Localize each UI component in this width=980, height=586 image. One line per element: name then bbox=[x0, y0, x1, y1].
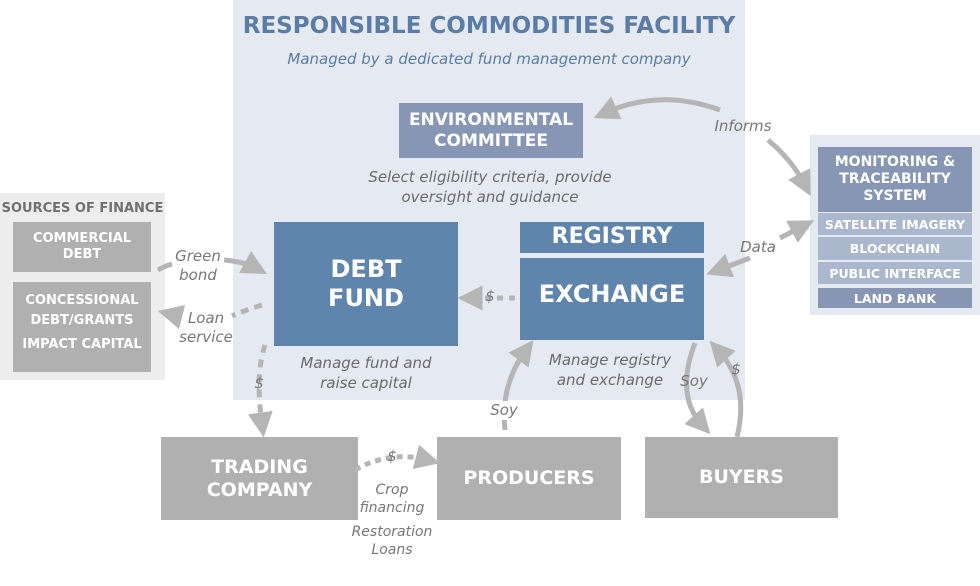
trading-to-producers-arrow bbox=[353, 444, 441, 473]
producers-soy-label: Soy bbox=[486, 401, 522, 420]
exchange: EXCHANGE bbox=[520, 258, 704, 340]
exchange-fund-dollar-label: $ bbox=[485, 287, 495, 305]
facility-title: RESPONSIBLE COMMODITIES FACILITY bbox=[242, 13, 736, 39]
facility-subtitle: Managed by a dedicated fund management c… bbox=[287, 50, 691, 68]
exchange-to-buyers-soy-arrow bbox=[684, 342, 711, 435]
debt-fund: DEBT FUND bbox=[274, 222, 458, 346]
green-bond-arrow bbox=[156, 260, 256, 270]
sources-title: SOURCES OF FINANCE bbox=[1, 201, 164, 216]
loan-service-label: Loan service bbox=[179, 309, 233, 346]
public-interface: PUBLIC INTERFACE bbox=[818, 262, 972, 284]
buyers: BUYERS bbox=[645, 437, 838, 518]
data-label: Data bbox=[740, 238, 776, 256]
restoration-loans-label: Restoration Loans bbox=[351, 524, 433, 558]
loan-service-arrow bbox=[170, 305, 263, 316]
satellite-imagery: SATELLITE IMAGERY bbox=[818, 213, 972, 235]
registry: REGISTRY bbox=[520, 222, 704, 253]
buyers-soy-label: Soy bbox=[680, 372, 708, 390]
fund-to-trading-arrow bbox=[247, 344, 273, 438]
blockchain: BLOCKCHAIN bbox=[818, 237, 972, 260]
informs-arrow-tail bbox=[766, 138, 811, 197]
commercial-debt: COMMERCIAL DEBT bbox=[13, 222, 151, 272]
concessional-box: CONCESSIONAL DEBT/GRANTS IMPACT CAPITAL bbox=[13, 282, 151, 372]
informs-label: Informs bbox=[714, 117, 772, 135]
green-bond-label: Green bond bbox=[175, 247, 221, 284]
concessional-debt: CONCESSIONAL DEBT/GRANTS bbox=[25, 293, 139, 328]
data-arrow-left bbox=[706, 253, 751, 278]
impact-capital: IMPACT CAPITAL bbox=[22, 337, 142, 352]
env-committee-caption: Select eligibility criteria, provide ove… bbox=[368, 168, 612, 206]
producers: PRODUCERS bbox=[437, 437, 621, 520]
data-arrow-right bbox=[778, 220, 815, 243]
land-bank: LAND BANK bbox=[818, 288, 972, 308]
exchange-caption: Manage registry and exchange bbox=[548, 351, 672, 389]
producers-to-exchange-soy-arrow bbox=[501, 339, 534, 431]
buyers-dollar-label: $ bbox=[731, 360, 741, 378]
crop-dollar-label: $ bbox=[387, 447, 397, 465]
trading-company: TRADING COMPANY bbox=[161, 437, 358, 520]
informs-arrow bbox=[593, 96, 721, 120]
fund-trading-dollar-label: $ bbox=[254, 374, 264, 392]
monitoring-title: MONITORING & TRACEABILITY SYSTEM bbox=[818, 147, 972, 212]
debt-fund-caption: Manage fund and raise capital bbox=[300, 354, 432, 392]
crop-financing-label: Crop financing bbox=[359, 482, 425, 516]
buyers-to-exchange-dollar-arrow bbox=[709, 340, 744, 438]
environmental-committee: ENVIRONMENTAL COMMITTEE bbox=[399, 103, 583, 158]
